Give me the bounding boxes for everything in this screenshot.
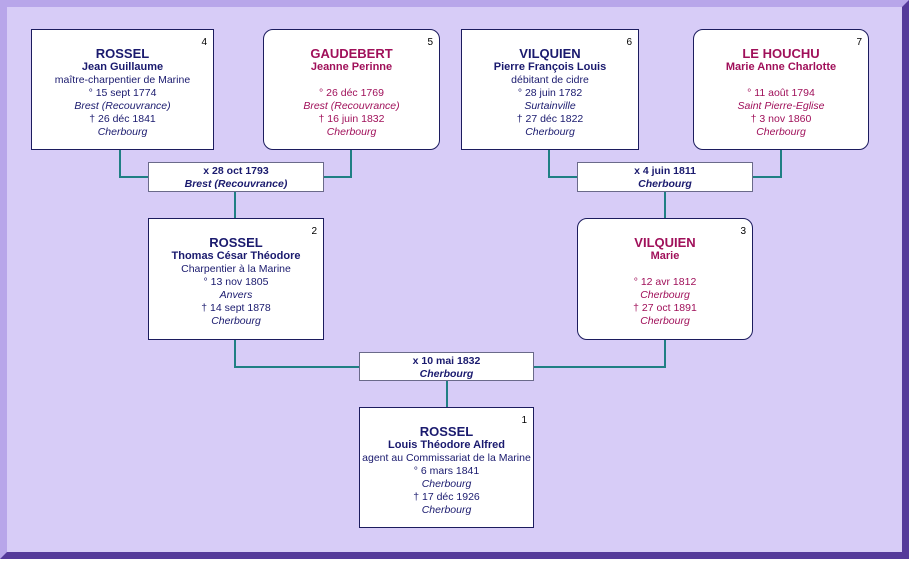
connector-p6-m67 xyxy=(548,150,577,178)
sosa-number: 6 xyxy=(626,37,632,48)
occupation: agent au Commissariat de la Marine xyxy=(362,452,531,464)
birth-place: Surtainville xyxy=(524,100,576,112)
marriage-date: x 28 oct 1793 xyxy=(203,165,269,177)
birth-place: Cherbourg xyxy=(421,478,472,490)
surname: ROSSEL xyxy=(95,46,150,61)
marriage-box-6-7[interactable]: x 4 juin 1811 Cherbourg xyxy=(577,162,753,192)
death-place: Cherbourg xyxy=(326,126,377,138)
given-names: Marie xyxy=(650,250,680,262)
birth-date: ° 26 déc 1769 xyxy=(319,87,384,99)
sosa-number: 2 xyxy=(311,226,317,237)
connector-p7-m67 xyxy=(753,150,782,178)
blank-line xyxy=(264,74,439,87)
surname: ROSSEL xyxy=(209,235,263,250)
surname: VILQUIEN xyxy=(634,235,696,250)
birth-date: ° 28 juin 1782 xyxy=(517,87,583,99)
person-box-1[interactable]: 1 ROSSEL Louis Théodore Alfred agent au … xyxy=(359,407,534,528)
death-date: † 27 oct 1891 xyxy=(633,302,697,314)
given-names: Pierre François Louis xyxy=(493,61,607,73)
connector-p5-m45 xyxy=(324,150,352,178)
death-date: † 26 déc 1841 xyxy=(89,113,156,125)
blank-line xyxy=(578,263,752,276)
marriage-place: Cherbourg xyxy=(419,368,474,380)
death-date: † 16 juin 1832 xyxy=(318,113,385,125)
surname: VILQUIEN xyxy=(519,46,581,61)
death-place: Cherbourg xyxy=(211,315,261,327)
occupation: Charpentier à la Marine xyxy=(181,263,291,275)
given-names: Marie Anne Charlotte xyxy=(725,61,837,73)
marriage-place: Brest (Recouvrance) xyxy=(184,178,288,190)
birth-place: Saint Pierre-Eglise xyxy=(737,100,825,112)
birth-date: ° 13 nov 1805 xyxy=(203,276,269,288)
birth-date: ° 15 sept 1774 xyxy=(88,87,157,99)
birth-date: ° 12 avr 1812 xyxy=(633,276,697,288)
marriage-place: Cherbourg xyxy=(638,178,692,190)
sosa-number: 1 xyxy=(521,415,527,426)
person-box-6[interactable]: 6 VILQUIEN Pierre François Louis débitan… xyxy=(461,29,639,150)
birth-place: Brest (Recouvrance) xyxy=(303,100,400,112)
given-names: Jeanne Perinne xyxy=(310,61,393,73)
given-names: Jean Guillaume xyxy=(81,61,164,73)
given-names: Louis Théodore Alfred xyxy=(388,439,505,451)
connector-p4-m45 xyxy=(119,150,148,178)
connector-p2-m23 xyxy=(234,340,359,368)
death-date: † 14 sept 1878 xyxy=(201,302,271,314)
connector-p3-m23 xyxy=(534,340,666,368)
person-box-2[interactable]: 2 ROSSEL Thomas César Théodore Charpenti… xyxy=(148,218,324,340)
surname: GAUDEBERT xyxy=(310,46,393,61)
blank-line xyxy=(694,74,868,87)
given-names: Thomas César Théodore xyxy=(171,250,301,262)
death-place: Cherbourg xyxy=(97,126,148,138)
death-place: Cherbourg xyxy=(421,504,472,516)
death-place: Cherbourg xyxy=(640,315,690,327)
sosa-number: 3 xyxy=(740,226,746,237)
person-box-4[interactable]: 4 ROSSEL Jean Guillaume maître-charpenti… xyxy=(31,29,214,150)
marriage-date: x 10 mai 1832 xyxy=(412,355,481,367)
surname: ROSSEL xyxy=(419,424,474,439)
sosa-number: 5 xyxy=(427,37,433,48)
birth-date: ° 6 mars 1841 xyxy=(413,465,480,477)
person-box-5[interactable]: 5 GAUDEBERT Jeanne Perinne ° 26 déc 1769… xyxy=(263,29,440,150)
birth-date: ° 11 août 1794 xyxy=(747,87,815,99)
person-box-7[interactable]: 7 LE HOUCHU Marie Anne Charlotte ° 11 ao… xyxy=(693,29,869,150)
marriage-box-2-3[interactable]: x 10 mai 1832 Cherbourg xyxy=(359,352,534,381)
death-date: † 17 déc 1926 xyxy=(413,491,480,503)
occupation: débitant de cidre xyxy=(511,74,589,86)
death-place: Cherbourg xyxy=(525,126,575,138)
surname: LE HOUCHU xyxy=(742,46,820,61)
death-date: † 27 déc 1822 xyxy=(516,113,584,125)
birth-place: Anvers xyxy=(219,289,253,301)
marriage-date: x 4 juin 1811 xyxy=(634,165,696,177)
sosa-number: 4 xyxy=(201,37,207,48)
person-box-3[interactable]: 3 VILQUIEN Marie ° 12 avr 1812 Cherbourg… xyxy=(577,218,753,340)
birth-place: Cherbourg xyxy=(640,289,690,301)
death-place: Cherbourg xyxy=(756,126,806,138)
sosa-number: 7 xyxy=(856,37,862,48)
marriage-box-4-5[interactable]: x 28 oct 1793 Brest (Recouvrance) xyxy=(148,162,324,192)
death-date: † 3 nov 1860 xyxy=(750,113,812,125)
birth-place: Brest (Recouvrance) xyxy=(74,100,171,112)
connector-lines xyxy=(119,150,782,407)
occupation: maître-charpentier de Marine xyxy=(54,74,191,86)
